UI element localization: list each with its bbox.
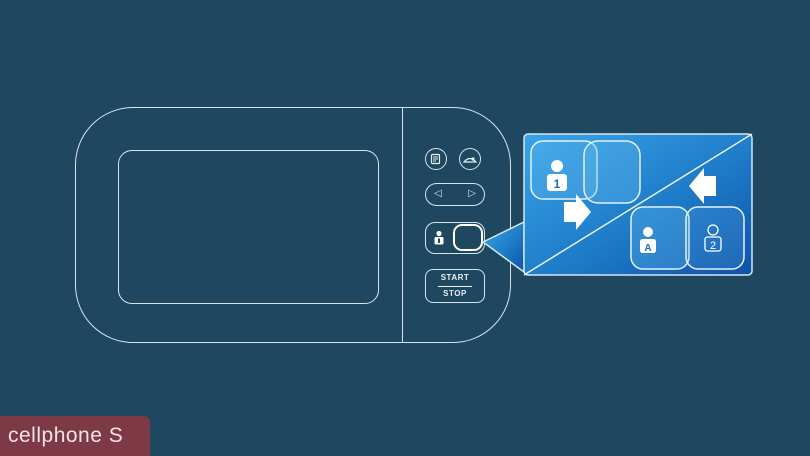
start-stop-separator [438, 286, 472, 287]
brand-watermark: cellphone S [0, 416, 150, 456]
profile-1-slot [583, 140, 641, 204]
callout-pointer [481, 220, 525, 274]
profile-2-number: 2 [710, 240, 716, 252]
display-screen [118, 150, 379, 304]
note-button[interactable] [425, 148, 447, 170]
stop-label: STOP [443, 289, 467, 298]
right-arrow-icon[interactable]: ▷ [468, 188, 476, 199]
panel-divider [402, 108, 403, 342]
profile-a-letter: A [644, 243, 651, 254]
profile-toggle[interactable] [453, 224, 483, 251]
brand-logo-text: cellphone S [8, 424, 124, 447]
profile-1-number: 1 [554, 177, 561, 191]
profile-2-card [685, 206, 745, 270]
profile-a-user-icon [640, 227, 656, 253]
profile-a-card [630, 206, 690, 270]
start-stop-button[interactable]: START STOP [425, 269, 485, 303]
right-arrow-icon [564, 194, 591, 230]
callout-diagonal [523, 133, 753, 276]
start-label: START [440, 273, 470, 282]
eco-button[interactable] [459, 148, 481, 170]
profile-2-user-icon [704, 224, 722, 252]
left-arrow-icon[interactable]: ◁ [434, 188, 442, 199]
device-outline [75, 107, 511, 343]
eco-icon [463, 157, 477, 163]
user-icon [434, 230, 444, 245]
left-arrow-icon [689, 168, 716, 204]
note-icon [430, 153, 441, 165]
profile-1-user-icon [547, 160, 567, 191]
navigation-pill[interactable]: ◁ ▷ [425, 183, 485, 206]
profile-switch-button[interactable] [425, 222, 485, 254]
